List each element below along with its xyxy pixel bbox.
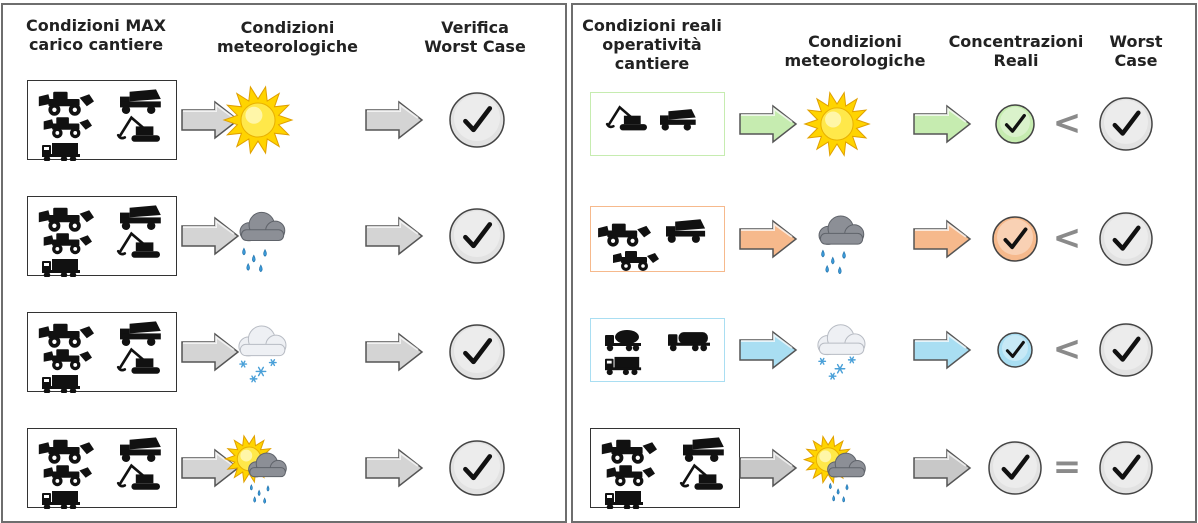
check-icon [448, 439, 506, 497]
check-icon [448, 207, 506, 265]
machines-box [27, 196, 177, 277]
sun-cloud-rain-icon [800, 433, 874, 503]
machines-box [590, 318, 725, 382]
equals-sign: = [1052, 447, 1082, 487]
sun-icon [221, 82, 295, 158]
arrow-icon [180, 448, 240, 488]
arrow-icon [180, 216, 240, 256]
worst-case-check-icon [1098, 211, 1154, 267]
rain-cloud-icon [221, 198, 295, 274]
worst-case-check-icon [1098, 96, 1154, 152]
header-verify-worst-case: Verifica Worst Case [424, 18, 526, 56]
machines-box [590, 428, 740, 509]
sun-cloud-rain-icon [221, 430, 295, 506]
rain-cloud-icon [800, 204, 874, 274]
less-than-sign: < [1052, 329, 1082, 369]
header-weather-left: Condizioni meteorologiche [216, 18, 359, 56]
arrow-icon [738, 330, 798, 370]
real-concentration-check-icon [987, 440, 1043, 496]
check-icon [448, 91, 506, 149]
real-concentration-check-icon [994, 103, 1036, 145]
real-concentration-check-icon [996, 331, 1034, 369]
machines-box [590, 206, 725, 272]
header-weather-right: Condizioni meteorologiche [784, 32, 926, 70]
header-real-concentrations: Concentrazioni Reali [948, 32, 1084, 70]
real-concentration-check-icon [991, 215, 1039, 263]
less-than-sign: < [1052, 103, 1082, 143]
arrow-icon [364, 448, 424, 488]
machines-box [590, 92, 725, 156]
machines-box [27, 80, 177, 161]
arrow-icon [738, 219, 798, 259]
header-max-load: Condizioni MAX carico cantiere [26, 16, 166, 54]
arrow-icon [738, 448, 798, 488]
snow-cloud-icon [800, 315, 874, 385]
header-worst-case: Worst Case [1109, 32, 1163, 70]
arrow-icon [364, 332, 424, 372]
arrow-icon [364, 100, 424, 140]
worst-case-check-icon [1098, 440, 1154, 496]
arrow-icon [180, 332, 240, 372]
check-icon [448, 323, 506, 381]
arrow-icon [912, 330, 972, 370]
less-than-sign: < [1052, 218, 1082, 258]
machines-box [27, 312, 177, 393]
arrow-icon [364, 216, 424, 256]
arrow-icon [912, 104, 972, 144]
snow-cloud-icon [221, 314, 295, 390]
arrow-icon [180, 100, 240, 140]
arrow-icon [738, 104, 798, 144]
header-real-operation: Condizioni reali operatività cantiere [582, 16, 722, 73]
machines-box [27, 428, 177, 509]
arrow-icon [912, 448, 972, 488]
arrow-icon [912, 219, 972, 259]
worst-case-check-icon [1098, 322, 1154, 378]
sun-icon [800, 89, 874, 159]
